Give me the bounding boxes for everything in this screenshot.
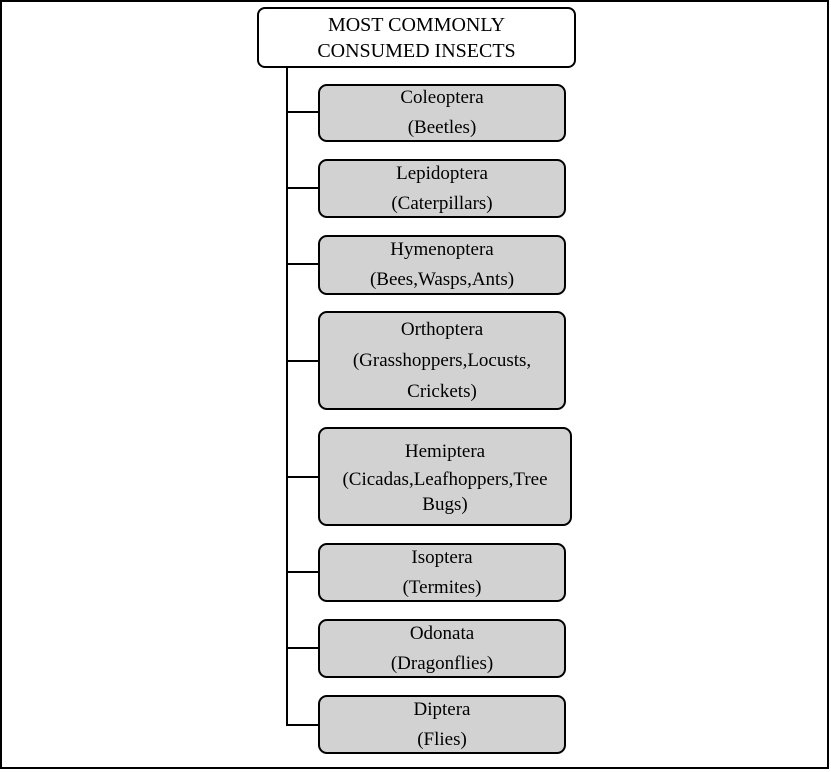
node-order-name: Isoptera [411, 546, 473, 568]
node-common-name: (Grasshoppers,Locusts, Crickets) [352, 350, 532, 402]
trunk-connector-line [286, 68, 288, 726]
node-order-name: Lepidoptera [396, 162, 488, 184]
connector-line-diptera [288, 724, 319, 726]
node-order-name: Odonata [409, 622, 475, 644]
node-hymenoptera: Hymenoptera (Bees,Wasps,Ants) [318, 235, 566, 295]
node-isoptera: Isoptera (Termites) [318, 543, 566, 602]
node-odonata: Odonata (Dragonflies) [318, 619, 566, 678]
node-order-name: Coleoptera [400, 87, 484, 108]
node-common-name: (Beetles) [407, 117, 477, 138]
connector-line-hemiptera [288, 476, 319, 478]
node-common-name: (Flies) [417, 728, 467, 750]
connector-line-coleoptera [288, 111, 319, 113]
connector-line-isoptera [288, 571, 319, 573]
node-lepidoptera: Lepidoptera (Caterpillars) [318, 159, 566, 218]
root-node-label: MOST COMMONLY CONSUMED INSECTS [317, 13, 516, 62]
node-common-name: (Cicadas,Leafhoppers,Tree Bugs) [342, 468, 548, 515]
connector-line-odonata [288, 647, 319, 649]
node-order-name: Hymenoptera [390, 239, 494, 260]
node-common-name: (Caterpillars) [391, 192, 493, 214]
node-common-name: (Dragonflies) [390, 652, 494, 674]
node-orthoptera: Orthoptera (Grasshoppers,Locusts, Cricke… [318, 311, 566, 410]
connector-line-lepidoptera [288, 187, 319, 189]
node-order-name: Orthoptera [400, 319, 484, 340]
node-coleoptera: Coleoptera (Beetles) [318, 84, 566, 142]
node-order-name: Diptera [413, 698, 471, 720]
node-common-name: (Bees,Wasps,Ants) [369, 269, 515, 290]
node-hemiptera: Hemiptera (Cicadas,Leafhoppers,Tree Bugs… [318, 427, 572, 526]
root-node-most-commonly-consumed-insects: MOST COMMONLY CONSUMED INSECTS [257, 7, 576, 68]
node-common-name: (Termites) [402, 576, 482, 598]
node-diptera: Diptera (Flies) [318, 695, 566, 754]
connector-line-hymenoptera [288, 263, 319, 265]
connector-line-orthoptera [288, 360, 319, 362]
node-order-name: Hemiptera [404, 440, 486, 462]
